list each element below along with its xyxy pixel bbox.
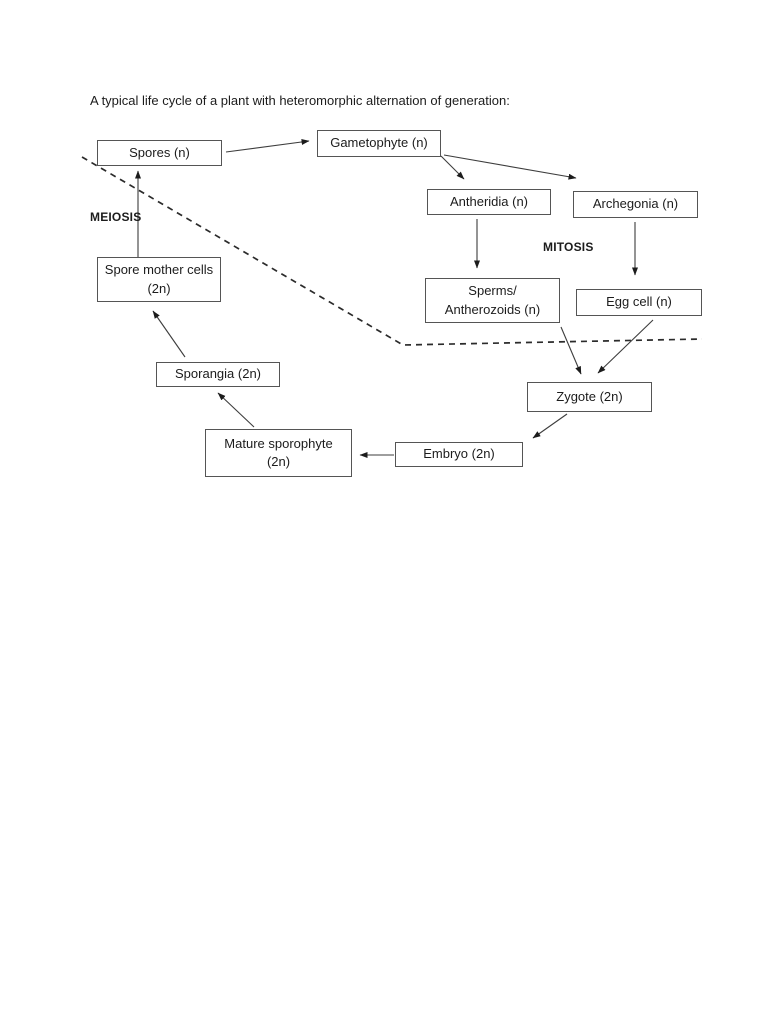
node-egg-cell-label: Egg cell (n) <box>606 294 672 310</box>
node-sporangia: Sporangia (2n) <box>156 362 280 387</box>
node-sperms-antherozoids: Sperms/ Antherozoids (n) <box>425 278 560 323</box>
node-embryo: Embryo (2n) <box>395 442 523 467</box>
edge-zygote-to-embryo <box>532 413 568 439</box>
node-sperms-line1: Sperms/ <box>468 283 517 299</box>
node-spore-mother-cells: Spore mother cells (2n) <box>97 257 221 302</box>
node-archegonia-label: Archegonia (n) <box>592 196 679 212</box>
edge-sperms-to-zygote <box>560 326 582 375</box>
meiosis-label: MEIOSIS <box>90 210 142 224</box>
node-spore-mother-cells-line1: Spore mother cells <box>104 262 214 278</box>
node-sporangia-label: Sporangia (2n) <box>175 366 261 382</box>
node-antheridia: Antheridia (n) <box>427 189 551 215</box>
node-gametophyte-label: Gametophyte (n) <box>330 135 428 151</box>
page-title: A typical life cycle of a plant with het… <box>90 93 510 108</box>
node-zygote-label: Zygote (2n) <box>556 388 623 404</box>
node-zygote: Zygote (2n) <box>527 382 652 412</box>
node-spores-label: Spores (n) <box>129 144 190 160</box>
node-mature-sporophyte: Mature sporophyte (2n) <box>205 429 352 477</box>
node-archegonia: Archegonia (n) <box>573 191 698 218</box>
edge-sporangia-to-spore_mother_cells <box>152 310 186 358</box>
node-sperms-line2: Antherozoids (n) <box>444 301 541 317</box>
edge-gametophyte-to-antheridia <box>440 155 465 180</box>
arrow-edges <box>135 139 654 458</box>
edge-gametophyte-to-archegonia <box>443 154 577 180</box>
ploidy-divider-dashed-line <box>81 156 703 346</box>
node-mature-sporophyte-line1: Mature sporophyte <box>224 435 333 451</box>
node-spore-mother-cells-line2: (2n) <box>147 280 171 296</box>
node-spores: Spores (n) <box>97 140 222 166</box>
edge-mature_sporophyte-to-sporangia <box>217 392 255 428</box>
node-gametophyte: Gametophyte (n) <box>317 130 441 157</box>
edge-spores-to-gametophyte <box>225 139 310 153</box>
node-egg-cell: Egg cell (n) <box>576 289 702 316</box>
connector-layer <box>81 139 703 458</box>
edge-egg_cell-to-zygote <box>597 319 654 374</box>
node-antheridia-label: Antheridia (n) <box>449 193 529 209</box>
node-mature-sporophyte-line2: (2n) <box>266 454 291 469</box>
node-embryo-label: Embryo (2n) <box>423 446 495 462</box>
mitosis-label: MITOSIS <box>543 240 594 254</box>
